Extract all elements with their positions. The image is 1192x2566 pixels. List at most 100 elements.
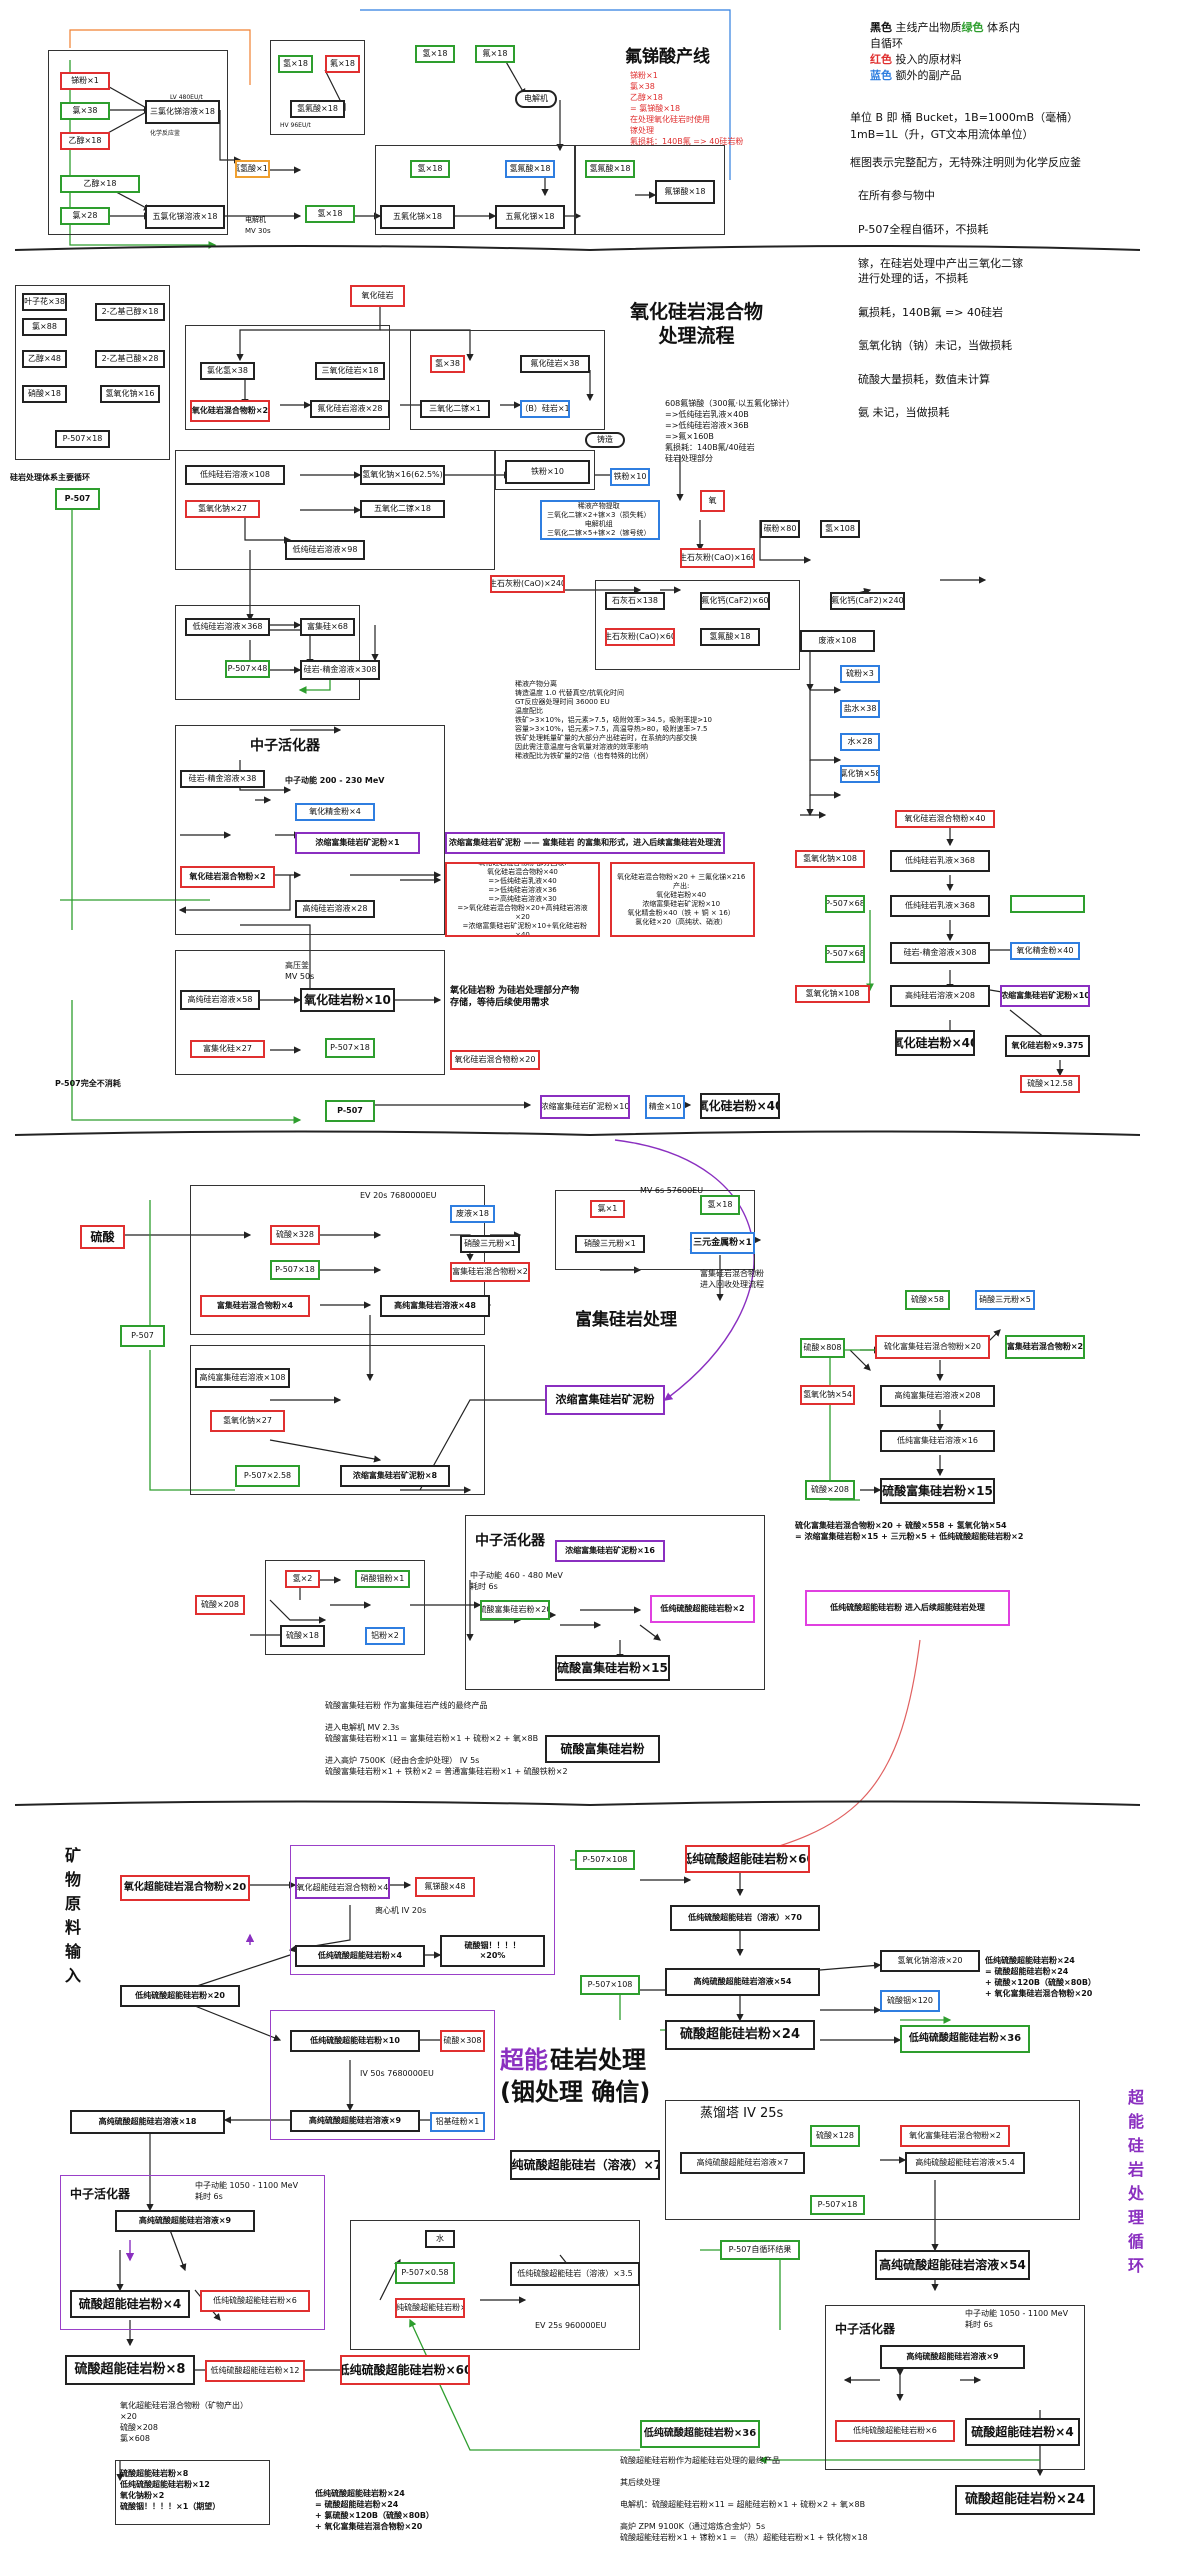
- oxide-mix: 氧化硅岩: [350, 285, 405, 307]
- en-na27: 氢氧化钠×27: [210, 1410, 285, 1432]
- nac2-sul18: 硫酸×18: [280, 1625, 325, 1647]
- hf-fluoroantimonic: 氟锑酸×18: [655, 180, 715, 204]
- oxide-sulf: 硫粉×3: [840, 665, 880, 683]
- en-mv-out: MV 6s 57600EU: [640, 1186, 704, 1195]
- nac2-group: [465, 1515, 765, 1690]
- oxide-lowsol368: 低纯硅岩溶液×368: [185, 618, 270, 636]
- p507-cycle-label: 硅岩处理体系主要循环: [10, 473, 90, 482]
- oxide-ga10: 精金×10: [645, 1095, 685, 1119]
- sup-s308: 硫酸×308: [440, 2030, 485, 2052]
- oxide-hv: 高压釜 MV 50s: [285, 961, 315, 981]
- hf-b18: 氢×18: [278, 55, 313, 73]
- nac2-sub: 硫酸富集硅岩粉×20: [480, 1600, 550, 1620]
- sup-tin120: 硫酸铟×120: [880, 1990, 940, 2012]
- nac3-sup4: 硫酸超能硅岩粉×4: [70, 2290, 190, 2318]
- oxide-ox10-note: 氧化硅岩粉 为硅岩处理部分产物 存储，等待后续使用需求: [450, 986, 580, 1008]
- hf-group-right: [575, 145, 725, 235]
- sup-hf48: 氟锑酸×48: [415, 1877, 475, 1897]
- oxide-left-f: 硝酸×18: [22, 385, 67, 403]
- hf-edge-1: 化学反应釜: [150, 130, 181, 137]
- oxide-caO: 生石灰粉(CaO)×160: [680, 548, 755, 568]
- sup-high54: 高纯硫酸超能硅岩溶液×54: [665, 1968, 820, 1996]
- nac1-info-b: 氧化硅岩混合物粉×20 + 三氟化锑×216 产出: 氧化硅岩粉×40 浓缩富集…: [610, 862, 755, 937]
- hf-f18: 氟×18: [325, 55, 360, 73]
- sup-bottom-note: 硫酸超能硅岩粉作为超能硅岩处理的最终产品 其后续处理 电解机：硫酸超能硅岩粉×1…: [620, 2456, 868, 2542]
- note-0: 在所有参与物中: [858, 189, 935, 202]
- nac2-out: 低纯硫酸超能硅岩粉×2: [650, 1595, 755, 1623]
- side-input-title: 矿 物 原 料 输 入: [65, 1846, 82, 1985]
- sup-low60b: 低纯硫酸超能硅岩粉×60: [340, 2355, 470, 2385]
- oxide-hf2: 低纯硅岩溶液×108: [185, 465, 285, 485]
- hf-n18b: 氢×18: [410, 160, 450, 178]
- note-4: 氢氧化钠（钠）未记，当做损耗: [858, 339, 1012, 352]
- oxide-cl-in: 氯化氢×38: [200, 362, 255, 380]
- nac3-high9b: 高纯硫酸超能硅岩溶液×9: [115, 2210, 255, 2232]
- nac2-out15: 硫酸富集硅岩粉×15: [555, 1655, 670, 1681]
- oxide-note-3: 稀液产物提取 三氧化二镓×2+镓×3（损失耗） 电解机组 三氧化二镓×5+镓×2…: [540, 500, 660, 540]
- sup-sul24: 硫酸超能硅岩粉×24: [665, 2020, 815, 2050]
- en-s58: 硫酸×58: [905, 1290, 950, 1310]
- title-enriched: 富集硅岩处理: [575, 1310, 677, 1330]
- oxide-hcl18: 氢氟酸×18: [700, 628, 760, 646]
- oxide-lowsol: 低纯硅岩溶液×98: [285, 540, 365, 560]
- hf-cl38: 氯×38: [60, 102, 110, 120]
- hf-plate: 氟氢酸×18: [235, 160, 270, 178]
- rb-silsol-a: 低纯硅岩乳液×368: [890, 895, 990, 917]
- sup-summary-mid: 低纯硫酸超能硅岩粉×24 = 硫酸超能硅岩粉×24 + 氯硫酸×120B（硫酸×…: [315, 2489, 434, 2531]
- en-group-1: [190, 1185, 485, 1335]
- hf-trioxa: 三氯化锑溶液×18: [145, 100, 220, 124]
- sup-summary-left: 氧化超能硅岩混合物粉（矿物产出） ×20 硫酸×208 氯×608: [120, 2401, 248, 2443]
- sup-cent: 离心机 IV 20s: [375, 1906, 427, 1915]
- nac4-energy: 中子动能 1050 - 1100 MeV 耗时 6s: [965, 2309, 1069, 2329]
- nac2-sul208: 硫酸×208: [195, 1595, 245, 1615]
- oxide-salt: 氯化钠×58: [840, 765, 880, 783]
- legend-blue-text: 额外的副产品: [892, 69, 962, 82]
- oxide-note-2: 608氟锑酸（300氟·以五氟化锑计） =>低纯硅岩乳液×40B =>低纯硅岩溶…: [665, 399, 795, 463]
- sup-rich2: 氧化富集硅岩混合物粉×2: [900, 2125, 1010, 2147]
- oxide-left-e: 2-乙基己酸×28: [95, 350, 165, 368]
- sup-high9: 高纯硫酸超能硅岩溶液×9: [290, 2110, 420, 2132]
- sup-low4: 低纯硫酸超能硅岩粉×4: [295, 1945, 425, 1967]
- p507-keep: P-507完全不消耗: [55, 1079, 121, 1088]
- rb-rare: 硫酸×12.58: [1020, 1075, 1080, 1093]
- hf-green-3: 氢氟酸×18: [585, 160, 635, 178]
- oxide-cast: 铸造: [585, 432, 625, 448]
- en-rich2: 富集硅岩混合物粉×2: [450, 1262, 530, 1282]
- title-oxide: 氧化硅岩混合物 处理流程: [630, 301, 764, 347]
- sup-low10: 低纯硫酸超能硅岩粉×10: [290, 2030, 420, 2052]
- nac1-lowsol28: 高纯硅岩溶液×28: [295, 900, 375, 918]
- en-s808: 硫酸×808: [800, 1338, 845, 1358]
- oxide-left-d: 乙醇×48: [22, 350, 67, 368]
- sup-high7: 高纯硫酸超能硅岩溶液×7: [680, 2152, 805, 2174]
- legend-green: 绿色: [961, 21, 984, 34]
- note-2: 镓，在硅岩处理中产出三氧化二镓 进行处理的话，不损耗: [858, 257, 1023, 285]
- sup-low12: 低纯硫酸超能硅岩粉×12: [205, 2360, 305, 2382]
- nac1-conc-arrow: 浓缩富集硅岩矿泥粉 —— 富集硅岩 的富集和形式，进入后续富集硅岩处理流: [445, 832, 725, 854]
- sup-low70b: 低纯硫酸超能硅岩（溶液）×70: [510, 2150, 660, 2180]
- en-recycle: 富集硅岩混合物粉 进入回收处理流程: [700, 1269, 764, 1289]
- en-rich20: 硫化富集硅岩混合物粉×20: [875, 1335, 990, 1359]
- oxide-chl: 五氧化二镓×18: [360, 500, 445, 518]
- hf-sbf: 五氟化锑×18: [380, 205, 455, 229]
- sup-sup8: 硫酸超能硅岩粉×8: [65, 2355, 195, 2385]
- hf-green-1: 氢×18: [415, 45, 455, 63]
- title-superior-b: 硅岩处理: [550, 2046, 646, 2074]
- legend-green-text: 体系内: [983, 21, 1020, 34]
- oxide-oxide20: 氧化硅岩混合物粉×20: [450, 1050, 540, 1070]
- en-ev: EV 20s 7680000EU: [360, 1191, 437, 1200]
- en-tri1: 硝酸三元粉×1: [575, 1235, 645, 1253]
- nac3-energy: 中子动能 1050 - 1100 MeV 耗时 6s: [195, 2181, 299, 2201]
- sup-water: 水: [425, 2230, 455, 2248]
- oxide-ox40: 氧化硅岩粉×40: [700, 1093, 780, 1119]
- rb-hcl108: 氢氧化钠×108: [795, 985, 870, 1003]
- en-rich2b: 富集硅岩混合物粉×2: [1005, 1335, 1085, 1359]
- oxide-lime: 石灰石×138: [605, 592, 665, 610]
- sup-na20: 氢氧化钠溶液×20: [880, 1950, 980, 1972]
- hf-penta: 五氯化锑溶液×18: [145, 205, 225, 229]
- oxide-rain: 氢×38: [430, 355, 465, 373]
- hf-hfhf: 氢氟酸×18: [505, 160, 555, 178]
- legend: 黑色 主线产出物质绿色 体系内: [870, 20, 1020, 35]
- en-hp208: 高纯富集硅岩溶液×208: [880, 1385, 995, 1407]
- nac3-title: 中子活化器: [70, 2187, 131, 2201]
